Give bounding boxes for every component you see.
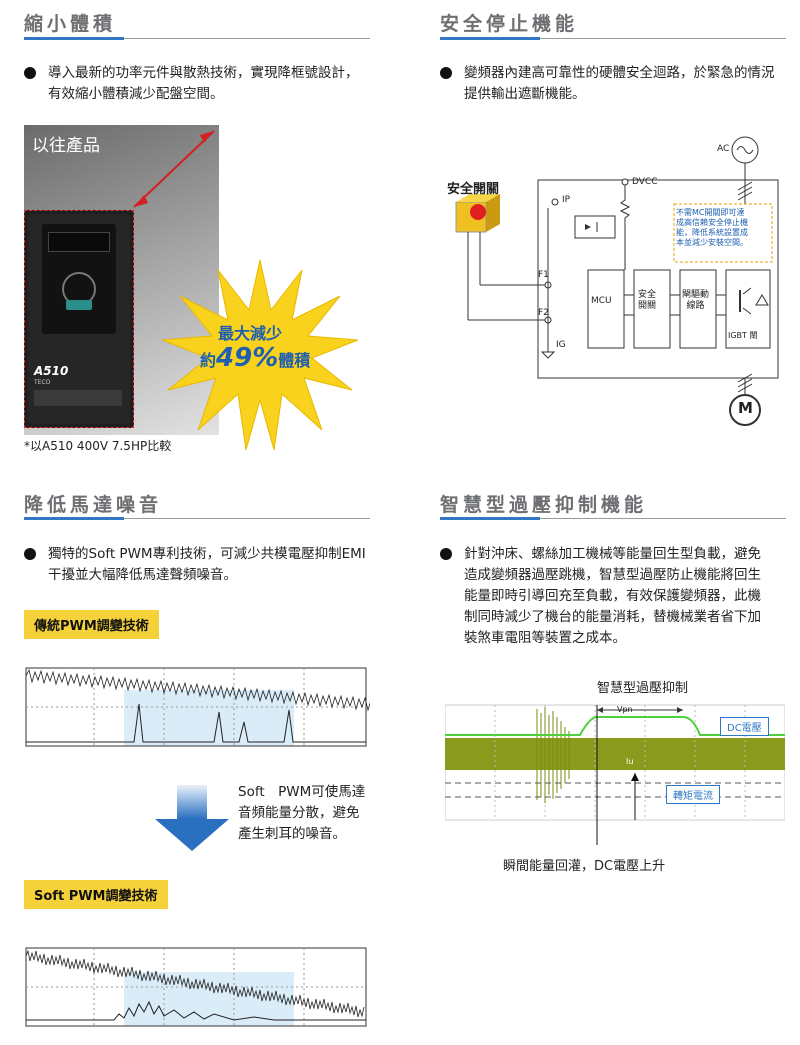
note-line: 能，降低系統設置成 [676,228,748,237]
bullet-text-line: 針對沖床、螺絲加工機械等能量回生型負載，避免 [464,546,761,562]
down-arrow-icon [155,785,229,851]
noise-bullet: 獨特的Soft PWM專利技術，可減少共模電壓抑制EMI 干擾並大幅降低馬達聲頻… [24,544,366,586]
iu-label: Iu [626,757,634,766]
note-line: Soft PWM可使馬達 [238,784,366,800]
bullet-text-line: 制同時減少了機台的能量消耗，替機械業者省下加 [464,609,761,625]
note-line: 本並減少安裝空間。 [676,238,748,247]
section-rule [440,37,786,40]
ig-label: IG [556,340,566,350]
section-rule [24,517,370,520]
section-title-size: 縮小體積 [24,13,117,35]
safety-note: 不需MC開關即可達 成高信賴安全停止機 能，降低系統設置成 本並減少安裝空間。 [676,208,748,248]
wave-caption: 瞬間能量回灌，DC電壓上升 [503,859,666,874]
tag-traditional-pwm: 傳統PWM調變技術 [24,610,159,639]
dc-voltage-label: DC電壓 [720,717,769,736]
gate-drive-block: 閘驅動 線路 [682,290,709,312]
section-rule [24,37,370,40]
burst-value: 49% [216,343,279,373]
mcu-label: MCU [591,296,612,306]
ip-label: IP [562,195,571,205]
burst-text-line2: 約49%體積 [200,343,310,373]
switch-label: 安全開關 [447,182,500,197]
section-title-safety: 安全停止機能 [440,13,579,35]
note-line: 音頻能量分散，避免 [238,805,360,821]
size-bullet: 導入最新的功率元件與散熱技術，實現降框號設計， 有效縮小體積減少配盤空間。 [24,63,359,105]
bullet-text-line: 提供輸出遮斷機能。 [464,86,586,102]
safety-bullet: 變頻器內建高可靠性的硬體安全迴路，於緊急的情況 提供輸出遮斷機能。 [440,63,775,105]
note-line: 成高信賴安全停止機 [676,218,748,227]
note-line: 產生刺耳的噪音。 [238,826,346,842]
igbt-label: IGBT 閘 [728,331,758,340]
note-line: 不需MC開關即可達 [676,208,745,217]
bullet-dot [440,67,452,79]
block-text: 線路 [686,301,705,311]
a510-drive: A510 TECO [28,214,130,424]
overvoltage-bullet: 針對沖床、螺絲加工機械等能量回生型負載，避免 造成變頻器過壓跳機，智慧型過壓防止… [440,544,761,649]
burst-suffix: 體積 [278,351,311,370]
bullet-text-line: 導入最新的功率元件與散熱技術，實現降框號設計， [48,65,359,81]
bullet-text-line: 裝煞車電阻等裝置之成本。 [464,630,626,646]
burst-text-line1: 最大減少 [218,324,283,343]
wave-title: 智慧型過壓抑制 [597,681,689,696]
bullet-text-line: 獨特的Soft PWM專利技術，可減少共模電壓抑制EMI [48,546,366,562]
section-title-noise: 降低馬達噪音 [24,494,163,516]
safety-circuit-diagram [455,136,779,426]
size-compare-arrow [133,130,215,208]
section-rule [440,517,786,520]
keypad-display [48,232,110,252]
burst-prefix: 約 [200,351,217,370]
model-name: A510 [34,364,69,378]
section-title-overvoltage: 智慧型過壓抑制機能 [440,494,648,516]
safe-switch-block: 安全 開關 [638,290,656,312]
traditional-pwm-scope [25,667,370,747]
bullet-text-line: 造成變頻器過壓跳機，智慧型過壓防止機能將回生 [464,567,761,583]
warning-label [34,390,122,406]
run-key [66,300,92,310]
footnote: *以A510 400V 7.5HP比較 [24,439,172,453]
bullet-text-line: 變頻器內建高可靠性的硬體安全迴路，於緊急的情況 [464,65,775,81]
f2-label: F2 [538,308,549,318]
bullet-dot [440,548,452,560]
photo-label: 以往產品 [32,136,100,156]
tag-soft-pwm: Soft PWM調變技術 [24,880,168,909]
soft-pwm-note: Soft PWM可使馬達 音頻能量分散，避免 產生刺耳的噪音。 [238,782,365,845]
vpn-label: Vpn [617,705,633,714]
block-text: 安全 [638,290,657,300]
ac-label: AC [717,144,730,154]
f1-label: F1 [538,270,549,280]
block-text: 閘驅動 [682,290,710,300]
brand-label: TECO [34,379,51,386]
block-text: 開關 [638,301,657,311]
bullet-text-line: 干擾並大幅降低馬達聲頻噪音。 [48,567,237,583]
bullet-text-line: 有效縮小體積減少配盤空間。 [48,86,224,102]
bullet-dot [24,67,36,79]
motor-label: M [738,399,753,417]
keypad-panel [42,224,116,334]
reduction-starburst [162,259,358,451]
bullet-text-line: 能量即時引導回充至負載，有效保護變頻器，此機 [464,588,761,604]
bullet-dot [24,548,36,560]
soft-pwm-scope [25,947,367,1027]
dvcc-label: DVCC [632,177,658,187]
torque-current-label: 轉矩電流 [666,785,720,804]
